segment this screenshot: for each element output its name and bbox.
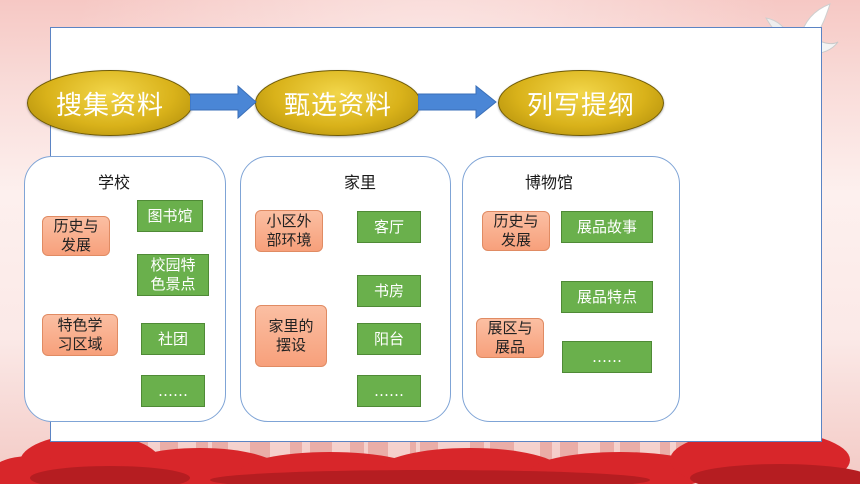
item-box: 展品特点	[561, 281, 653, 313]
flow-arrow-2	[418, 85, 497, 119]
item-box: 社团	[141, 323, 205, 355]
topic-box: 小区外 部环境	[255, 210, 323, 252]
topic-box: 特色学 习区域	[42, 314, 118, 356]
item-box: 展品故事	[561, 211, 653, 243]
panel-title: 学校	[98, 173, 131, 192]
panel-title: 博物馆	[525, 173, 574, 192]
topic-box: 历史与 发展	[42, 216, 110, 256]
panel-title: 家里	[344, 173, 377, 192]
item-box: ……	[562, 341, 652, 373]
item-box: 书房	[357, 275, 421, 307]
item-box: ……	[141, 375, 205, 407]
item-box: 客厅	[357, 211, 421, 243]
topic-box: 家里的 摆设	[255, 305, 327, 367]
item-box: 图书馆	[137, 200, 203, 232]
item-box: 阳台	[357, 323, 421, 355]
item-box: 校园特 色景点	[137, 254, 209, 296]
item-box: ……	[357, 375, 421, 407]
topic-box: 历史与 发展	[482, 211, 550, 251]
topic-box: 展区与 展品	[476, 318, 544, 358]
step-outline: 列写提纲	[498, 70, 664, 136]
step-collect: 搜集资料	[27, 70, 193, 136]
step-select: 甄选资料	[255, 70, 421, 136]
flow-arrow-1	[190, 85, 257, 119]
